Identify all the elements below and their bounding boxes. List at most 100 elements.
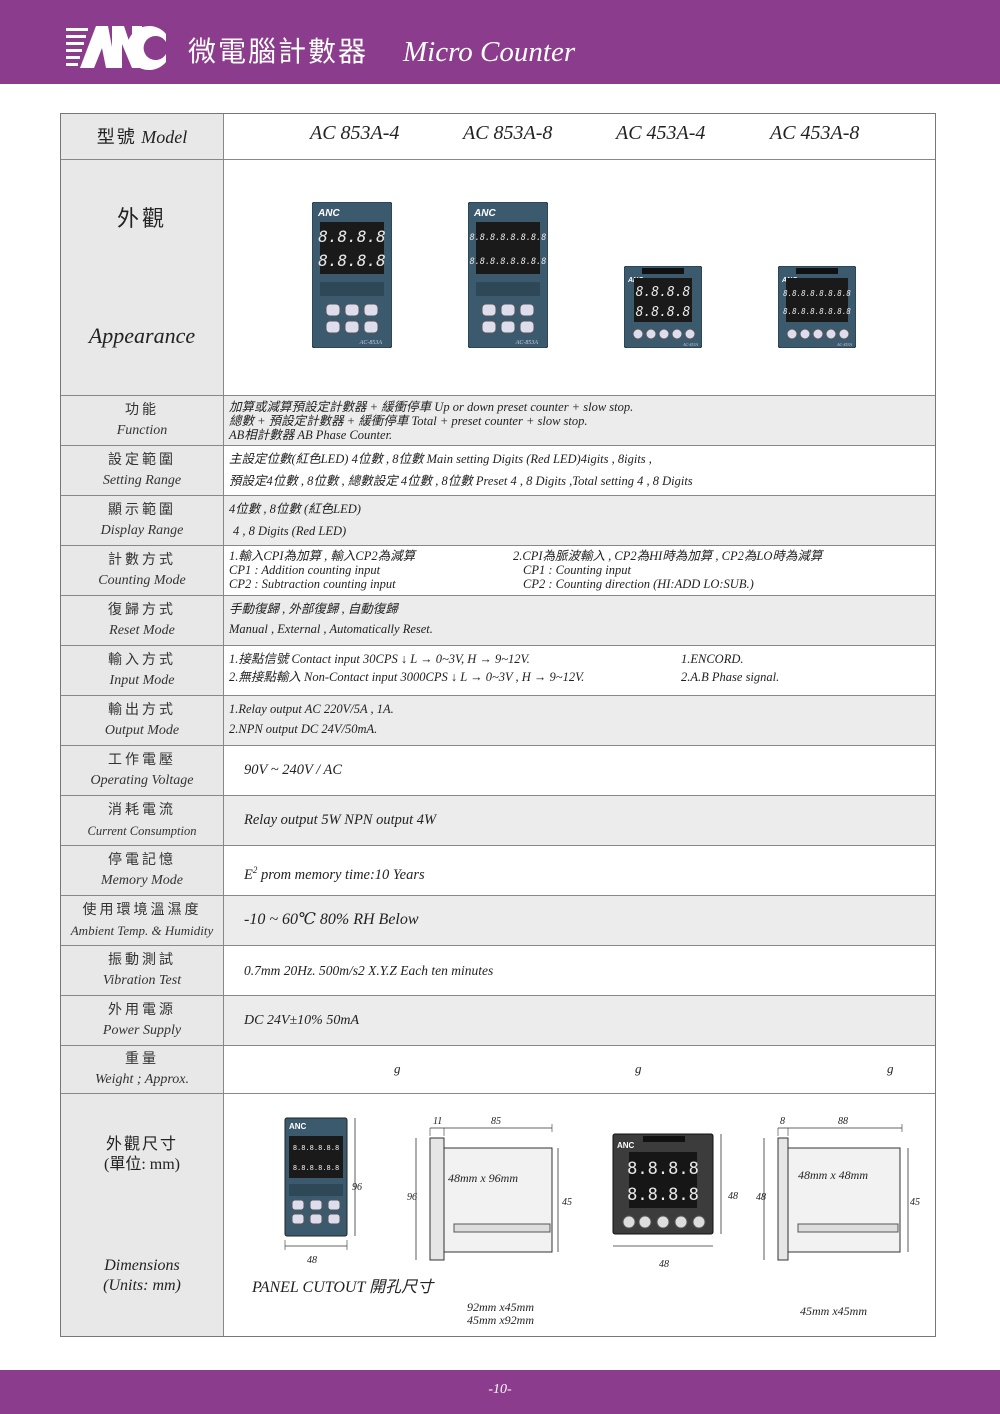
appearance-images: ANC 8.8.8.8 8.8.8.8 AC-853A ANC 8.8.8.8.… — [224, 160, 935, 395]
dimensions-label-en: Dimensions — [104, 1256, 180, 1274]
text-line: 2.A.B Phase signal. — [681, 670, 780, 684]
weight-unit: g — [635, 1061, 642, 1076]
text-line: E2 prom memory time:10 Years — [244, 865, 425, 883]
device-display-bottom: 8.8.8.8.8.8.8.8 — [783, 307, 851, 316]
counting-content: 1.輸入CPI為加算 , 輸入CP2為減算 CP1 : Addition cou… — [224, 546, 935, 595]
device-display-top: 8.8.8.8.8.8.8.8 — [470, 233, 547, 243]
row-label-zh: 工作電壓 — [108, 752, 176, 768]
output-content: 1.Relay output AC 220V/5A , 1A. 2.NPN ou… — [224, 696, 935, 745]
row-label-zh: 停電記憶 — [108, 852, 176, 868]
dim-a-front: 11 — [433, 1116, 443, 1127]
text-line: 主設定位數(紅色LED) 4位數 , 8位數 Main setting Digi… — [229, 452, 652, 466]
row-label-en: Current Consumption — [87, 823, 197, 838]
text-line: 1.接點信號 Contact input 30CPS ↓ L → 0~3V, H… — [229, 652, 530, 666]
dimension-drawing-a-front: ANC 8.8.8.8.8.8 8.8.8.8.8.8 — [284, 1117, 356, 1250]
device-display-top: 8.8.8.8 — [318, 227, 385, 246]
spec-table: 型號 Model AC 853A-4 AC 853A-8 AC 453A-4 A… — [60, 113, 936, 1337]
row-label-en: Function — [116, 422, 168, 438]
model-name: AC 853A-8 — [463, 122, 553, 144]
header-title-zh: 微電腦計數器 — [188, 37, 369, 68]
dim-a-height: 96 — [352, 1182, 362, 1193]
ambient-content: -10 ~ 60℃ 80% RH Below — [224, 896, 935, 945]
text-line: 2.CPI為脈波輸入 , CP2為HI時為加算 , CP2為LO時為減算 — [513, 549, 823, 563]
model-name: AC 453A-4 — [616, 122, 706, 144]
row-label-zh: 輸入方式 — [108, 652, 176, 668]
setting-content: 主設定位數(紅色LED) 4位數 , 8位數 Main setting Digi… — [224, 446, 935, 495]
header-title-en: Micro Counter — [403, 36, 576, 68]
row-label-zh: 輸出方式 — [108, 702, 176, 718]
svg-text:8.8.8.8.8.8: 8.8.8.8.8.8 — [293, 1144, 339, 1152]
row-label-zh: 功能 — [125, 402, 159, 418]
device-display-top: 8.8.8.8 — [636, 285, 691, 300]
cutout-b: 45mm x45mm — [800, 1304, 867, 1318]
device-ac853a-4-image: ANC 8.8.8.8 8.8.8.8 AC-853A — [312, 202, 392, 348]
dim-a-inner: 45 — [562, 1197, 572, 1208]
text-line: 預設定4位數 , 8位數 , 總數設定 4位數 , 8位數 Preset 4 ,… — [229, 474, 693, 488]
dim-b-height: 48 — [728, 1191, 738, 1202]
row-label-en: Input Mode — [109, 672, 175, 688]
display-content: 4位數 , 8位數 (紅色LED) 4 , 8 Digits (Red LED) — [224, 496, 935, 545]
row-label-en: Output Mode — [104, 722, 180, 738]
text-line: 2.NPN output DC 24V/50mA. — [229, 722, 378, 736]
weight-unit: g — [887, 1061, 894, 1076]
text-line: 1.Relay output AC 220V/5A , 1A. — [229, 702, 394, 716]
text-line: CP1 : Addition counting input — [229, 563, 381, 577]
device-tag: AC-453A — [682, 342, 698, 347]
appearance-label-en: Appearance — [88, 323, 196, 349]
text-line: Manual , External , Automatically Reset. — [229, 622, 433, 636]
device-tag: AC-853A — [515, 340, 539, 346]
input-content: 1.接點信號 Contact input 30CPS ↓ L → 0~3V, H… — [224, 646, 935, 695]
row-label-zh: 復歸方式 — [108, 602, 176, 618]
device-display-bottom: 8.8.8.8 — [318, 251, 385, 270]
voltage-content: 90V ~ 240V / AC — [224, 746, 935, 795]
text-line: 4位數 , 8位數 (紅色LED) — [229, 502, 361, 516]
row-label-en: Weight ; Approx. — [95, 1071, 189, 1087]
dim-a-panel-height: 96 — [407, 1192, 417, 1203]
reset-content: 手動復歸 , 外部復歸 , 自動復歸 Manual , External , A… — [224, 596, 935, 645]
page-header: 微電腦計數器 Micro Counter — [0, 0, 1000, 84]
dim-b-width: 48 — [659, 1259, 669, 1270]
model-label: 型號 Model — [61, 114, 224, 159]
memory-row: 停電記憶 Memory Mode E2 prom memory time:10 Y… — [61, 845, 935, 895]
svg-text:ANC: ANC — [289, 1122, 307, 1131]
row-label-zh: 使用環境溫濕度 — [82, 902, 202, 918]
dimension-drawing-a-side — [415, 1124, 559, 1261]
text-line: DC 24V±10% 50mA — [244, 1013, 360, 1028]
page-footer: -10- — [0, 1370, 1000, 1414]
dim-a-depth: 85 — [491, 1116, 501, 1127]
row-label-zh: 振動測試 — [108, 952, 176, 968]
row-label-en: Memory Mode — [100, 872, 184, 888]
dimension-drawing-b-side — [763, 1124, 909, 1261]
dimensions-label: 外觀尺寸 (單位: mm) Dimensions (Units: mm) — [61, 1094, 224, 1336]
row-label-zh: 重量 — [125, 1051, 159, 1067]
vibration-content: 0.7mm 20Hz. 500m/s2 X.Y.Z Each ten minut… — [224, 946, 935, 995]
text-line: 2.無接點輸入 Non-Contact input 3000CPS ↓ L → … — [229, 670, 585, 684]
appearance-row: 外觀 Appearance ANC 8.8.8.8 8.8.8.8 AC-853… — [61, 159, 935, 395]
device-ac453a-4-image: ANC 8.8.8.8 8.8.8.8 AC-453A — [624, 266, 702, 348]
dim-a-size: 48mm x 96mm — [448, 1171, 518, 1185]
model-name: AC 853A-4 — [310, 122, 400, 144]
device-tag: AC-853A — [359, 340, 383, 346]
svg-text:8.8.8.8: 8.8.8.8 — [627, 1159, 699, 1179]
page-number: -10- — [488, 1382, 512, 1397]
text-line: 0.7mm 20Hz. 500m/s2 X.Y.Z Each ten minut… — [244, 963, 494, 978]
dim-b-front: 8 — [780, 1116, 785, 1127]
row-label-zh: 顯示範圍 — [108, 502, 176, 518]
row-label-zh: 計數方式 — [108, 552, 176, 568]
text-line: 加算或減算預設定計數器 + 緩衝停車 Up or down preset cou… — [229, 400, 634, 414]
text-line: Relay output 5W NPN output 4W — [244, 812, 437, 828]
text-line: 4 , 8 Digits (Red LED) — [233, 524, 347, 538]
dim-b-size: 48mm x 48mm — [798, 1168, 868, 1182]
dim-b-depth: 88 — [838, 1116, 848, 1127]
dimensions-row: 外觀尺寸 (單位: mm) Dimensions (Units: mm) ANC… — [61, 1093, 935, 1336]
row-label-en: Power Supply — [102, 1022, 182, 1038]
panel-cutout-label: PANEL CUTOUT 開孔尺寸 — [252, 1279, 434, 1296]
device-ac853a-8-image: ANC 8.8.8.8.8.8.8.8 8.8.8.8.8.8.8.8 AC-8… — [468, 202, 548, 348]
